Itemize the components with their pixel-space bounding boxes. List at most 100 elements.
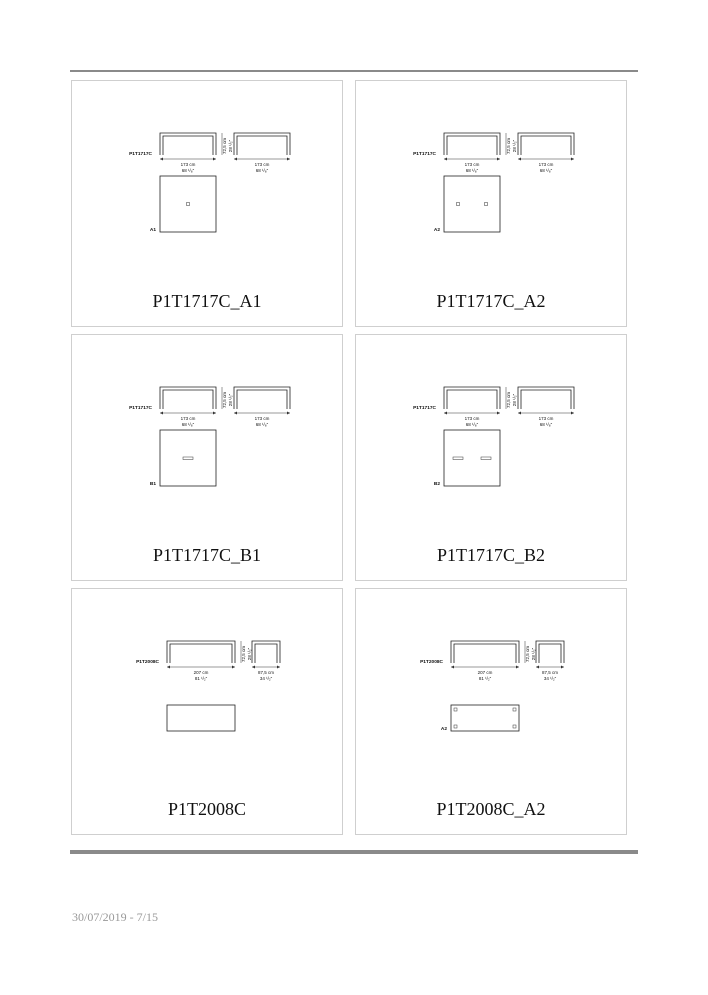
insert-icon: [453, 707, 458, 712]
arrow-icon: [287, 157, 290, 161]
arrow-icon: [160, 157, 163, 161]
arrow-icon: [497, 411, 500, 415]
depth-in: 68 ¹/₈": [256, 422, 269, 427]
depth-cm: 173 cm: [255, 416, 270, 421]
arrow-icon: [571, 411, 574, 415]
model-label: P1T1717C: [413, 405, 436, 411]
side-elevation: [233, 132, 291, 155]
width-cm: 173 cm: [465, 162, 480, 167]
depth-in: 34 ¹/₂": [544, 676, 557, 681]
plan-view: [159, 175, 217, 233]
product-title: P1T2008C: [167, 799, 246, 819]
arrow-icon: [516, 665, 519, 669]
height-cm: 72,5 cm: [525, 646, 530, 662]
arrow-icon: [571, 157, 574, 161]
height-in: 28 ¹/₂": [228, 139, 233, 152]
variant-label: B2: [434, 481, 440, 487]
height-in: 28 ¹/₂": [512, 393, 517, 406]
width-cm: 207 cm: [194, 670, 209, 675]
model-label: P1T1717C: [129, 405, 152, 411]
depth-cm: 173 cm: [539, 162, 554, 167]
width-cm: 173 cm: [181, 162, 196, 167]
front-elevation: [450, 640, 520, 663]
width-cm: 207 cm: [478, 670, 493, 675]
side-elevation: [517, 386, 575, 409]
height-in: 28 ¹/₂": [531, 647, 536, 660]
height-in: 28 ¹/₂": [512, 139, 517, 152]
depth-in: 68 ¹/₈": [540, 422, 553, 427]
arrow-icon: [167, 665, 170, 669]
arrow-icon: [213, 411, 216, 415]
model-label: P1T1717C: [129, 151, 152, 157]
insert-icon: [512, 707, 517, 712]
plan-view: [159, 429, 217, 487]
product-title: P1T1717C_A1: [152, 291, 262, 311]
product-title: P1T1717C_B1: [152, 545, 262, 565]
footer-date-page: 30/07/2019 - 7/15: [72, 910, 158, 924]
front-elevation: [159, 132, 217, 155]
height-cm: 72,5 cm: [241, 646, 246, 662]
depth-in: 68 ¹/₈": [540, 168, 553, 173]
arrow-icon: [277, 665, 280, 669]
side-elevation: [517, 132, 575, 155]
insert-icon: [453, 724, 458, 729]
insert-icon: [480, 456, 492, 460]
front-elevation: [443, 386, 501, 409]
arrow-icon: [160, 411, 163, 415]
width-cm: 173 cm: [465, 416, 480, 421]
insert-icon: [512, 724, 517, 729]
depth-cm: 173 cm: [255, 162, 270, 167]
insert-icon: [186, 202, 190, 206]
arrow-icon: [213, 157, 216, 161]
variant-label: B1: [150, 481, 156, 487]
plan-view: [166, 704, 236, 732]
arrow-icon: [451, 665, 454, 669]
side-elevation: [233, 386, 291, 409]
model-label: P1T2008C: [136, 659, 159, 665]
arrow-icon: [518, 411, 521, 415]
width-in: 68 ¹/₈": [466, 422, 479, 427]
model-label: P1T1717C: [413, 151, 436, 157]
top-rule: [70, 70, 638, 72]
width-in: 68 ¹/₈": [182, 168, 195, 173]
depth-in: 34 ¹/₂": [260, 676, 273, 681]
front-elevation: [159, 386, 217, 409]
insert-icon: [484, 202, 488, 206]
side-elevation: [535, 640, 565, 663]
height-cm: 72,5 cm: [222, 392, 227, 408]
depth-cm: 87,5 cm: [258, 670, 274, 675]
depth-cm: 173 cm: [539, 416, 554, 421]
arrow-icon: [234, 157, 237, 161]
height-in: 28 ¹/₂": [228, 393, 233, 406]
height-cm: 72,5 cm: [506, 138, 511, 154]
arrow-icon: [536, 665, 539, 669]
arrow-icon: [444, 411, 447, 415]
arrow-icon: [561, 665, 564, 669]
width-in: 68 ¹/₈": [182, 422, 195, 427]
insert-icon: [456, 202, 460, 206]
arrow-icon: [232, 665, 235, 669]
height-in: 28 ¹/₂": [247, 647, 252, 660]
width-cm: 173 cm: [181, 416, 196, 421]
depth-in: 68 ¹/₈": [256, 168, 269, 173]
variant-label: A2: [441, 726, 447, 732]
plan-view: [443, 429, 501, 487]
variant-label: A2: [434, 227, 440, 233]
arrow-icon: [252, 665, 255, 669]
